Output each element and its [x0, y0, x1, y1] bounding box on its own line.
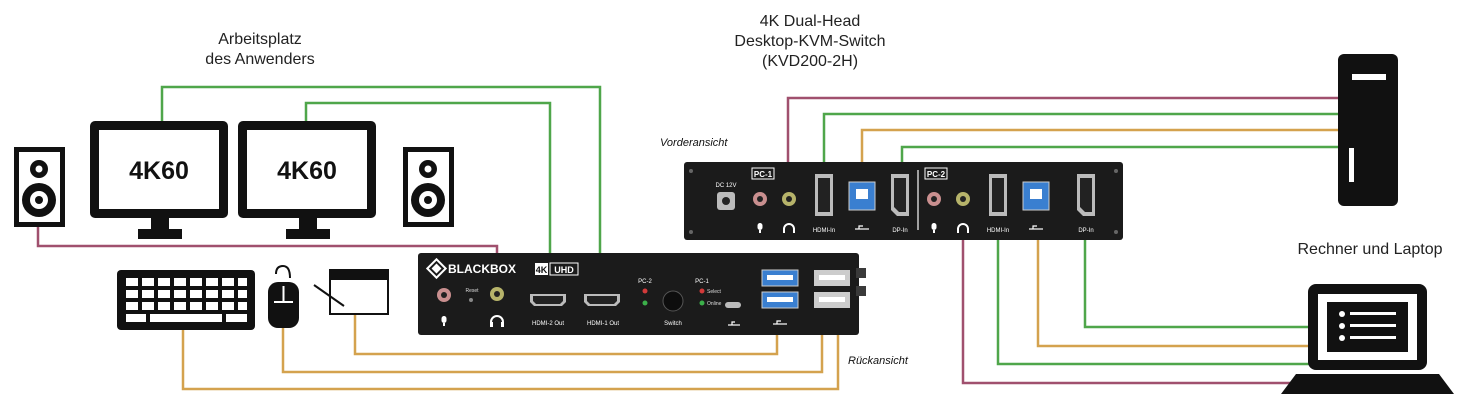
rear-pc2-select-led [642, 288, 648, 294]
keyboard-icon [117, 270, 255, 330]
front-dc-label: DC 12V [715, 183, 736, 189]
laptop-icon [1281, 284, 1454, 394]
cable-laptop-dp [1083, 225, 1310, 329]
speaker-icon [403, 147, 454, 227]
front-pc1-dp-label: DP-In [892, 228, 907, 234]
kvm-rear-panel: BLACKBOX 4K UHD Reset HDMI-2 Out HDMI-1 … [418, 253, 866, 335]
speaker-icon [14, 147, 65, 227]
kvm-title-line-3: (KVD200-2H) [761, 53, 859, 70]
rear-pc2-label: PC-2 [638, 279, 652, 285]
microphone-icon [757, 223, 763, 233]
front-pc2-dp-label: DP-In [1078, 228, 1093, 234]
tablet-icon [313, 269, 389, 315]
blackbox-logo-icon [425, 257, 448, 280]
rear-select-label: Select [707, 289, 722, 295]
headphones-icon [783, 223, 795, 233]
rear-usbc-port [725, 302, 741, 308]
workstation-label-line-1: Arbeitsplatz [218, 31, 302, 48]
headphones-icon [490, 315, 504, 327]
cable-monitor1-hdmi1 [160, 85, 602, 288]
monitor-2-resolution: 4K60 [277, 157, 337, 185]
cable-mouse-usb [281, 313, 824, 374]
rear-hdmi2-label: HDMI-2 Out [532, 321, 564, 327]
cables [36, 85, 1338, 391]
kvm-front-panel: DC 12V PC-1 HDMI-In DP-In PC-2 [684, 162, 1123, 240]
rear-brand: BLACKBOX [448, 262, 516, 276]
rear-switch-button [662, 290, 684, 312]
workstation-label: Arbeitsplatz des Anwenders [160, 30, 360, 70]
usb-icon [773, 320, 787, 325]
rear-reset-button [469, 298, 473, 302]
cable-tower-hdmi [822, 112, 1338, 172]
cable-laptop-audio [961, 240, 1318, 385]
computers-label: Rechner und Laptop [1297, 241, 1443, 258]
tower-pc-icon [1338, 54, 1398, 206]
front-pc1-hdmi-label: HDMI-In [813, 228, 835, 234]
rear-pc1-label: PC-1 [695, 279, 709, 285]
rear-view-label: Rückansicht [848, 355, 908, 367]
rear-online-label: Online [707, 301, 722, 307]
kvm-title: 4K Dual-Head Desktop-KVM-Switch (KVD200-… [700, 12, 920, 72]
cable-keyboard-usb [181, 313, 840, 391]
front-pc1-label: PC-1 [754, 170, 773, 179]
cable-tablet-usb [353, 312, 779, 356]
rear-pc2-online-led [642, 300, 648, 306]
headphones-icon [957, 223, 969, 233]
cable-tower-audio [786, 96, 1338, 192]
rear-switch-label: Switch [664, 321, 682, 327]
monitor-icon: 4K60 [238, 121, 376, 239]
cable-laptop-usb [1036, 222, 1310, 348]
kvm-title-line-2: Desktop-KVM-Switch [734, 33, 886, 50]
front-pc2-label: PC-2 [927, 170, 946, 179]
workstation-label-line-2: des Anwenders [205, 51, 315, 68]
kvm-title-line-1: 4K Dual-Head [759, 13, 861, 30]
usb-icon [1029, 225, 1043, 230]
cable-laptop-hdmi [996, 225, 1312, 366]
usb-icon [855, 225, 869, 230]
monitor-1-resolution: 4K60 [129, 157, 189, 185]
cable-monitor2-hdmi2 [304, 101, 552, 288]
rear-pc1-online-led [699, 300, 705, 306]
microphone-icon [441, 316, 447, 326]
mouse-icon [268, 264, 299, 328]
rear-badge-4k: 4K [536, 265, 548, 275]
front-view-label: Vorderansicht [660, 137, 728, 149]
rear-reset-label: Reset [465, 288, 479, 294]
usb-icon [728, 321, 740, 326]
rear-hdmi1-label: HDMI-1 Out [587, 321, 619, 327]
monitor-icon: 4K60 [90, 121, 228, 239]
front-pc2-hdmi-label: HDMI-In [987, 228, 1009, 234]
rear-pc1-select-led [699, 288, 705, 294]
rear-badge-uhd: UHD [554, 265, 574, 275]
microphone-icon [931, 223, 937, 233]
